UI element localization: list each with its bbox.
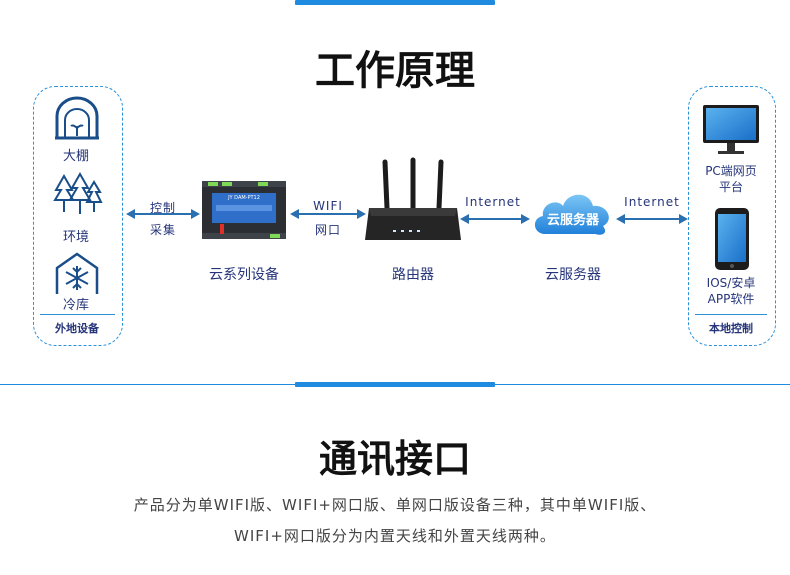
top-accent-bar	[295, 0, 495, 5]
cold-storage-icon	[55, 252, 99, 294]
bidirectional-arrow-icon	[460, 214, 530, 224]
bidirectional-arrow-icon	[126, 209, 200, 219]
pc-label-line1: PC端网页	[705, 164, 757, 178]
section-title-interface: 通讯接口	[318, 437, 471, 481]
local-control-panel	[688, 86, 776, 346]
ethernet-label: 网口	[314, 223, 341, 237]
interface-description-line2: WIFI+网口版分为内置天线和外置天线两种。	[234, 527, 556, 545]
monitor-icon	[703, 105, 759, 154]
greenhouse-icon	[55, 96, 99, 140]
panel-divider	[695, 314, 767, 315]
internet-label-2: Internet	[624, 195, 680, 209]
router-label: 路由器	[392, 267, 434, 283]
router-icon	[365, 157, 461, 240]
remote-devices-footer: 外地设备	[55, 322, 99, 335]
bidirectional-arrow-icon	[290, 209, 366, 219]
cloud-icon	[534, 194, 609, 235]
cold-storage-label: 冷库	[62, 298, 89, 313]
remote-devices-panel	[33, 86, 123, 346]
pc-label-line2: 平台	[718, 180, 743, 194]
section-title-principle: 工作原理	[315, 48, 475, 94]
interface-description-line1: 产品分为单WIFI版、WIFI+网口版、单网口版设备三种，其中单WIFI版、	[133, 496, 657, 514]
section-divider-accent	[295, 382, 495, 387]
collect-label: 采集	[149, 223, 176, 237]
panel-divider	[40, 314, 115, 315]
smartphone-icon	[715, 208, 749, 270]
local-control-footer: 本地控制	[709, 322, 753, 335]
cloud-server-label: 云服务器	[545, 267, 601, 283]
app-label-line1: IOS/安卓	[706, 276, 756, 290]
greenhouse-label: 大棚	[62, 149, 89, 164]
device-label: 云系列设备	[209, 267, 279, 283]
relay-device-icon	[202, 181, 286, 239]
environment-label: 环境	[62, 230, 89, 245]
wifi-label: WIFI	[313, 199, 343, 213]
internet-label-1: Internet	[465, 195, 521, 209]
cloud-inner-text: 云服务器	[546, 213, 599, 228]
bidirectional-arrow-icon	[616, 214, 688, 224]
control-label: 控制	[149, 201, 176, 215]
trees-icon	[53, 171, 103, 214]
app-label-line2: APP软件	[707, 292, 755, 306]
device-screen-text: JY DAM-PT12	[228, 195, 260, 201]
